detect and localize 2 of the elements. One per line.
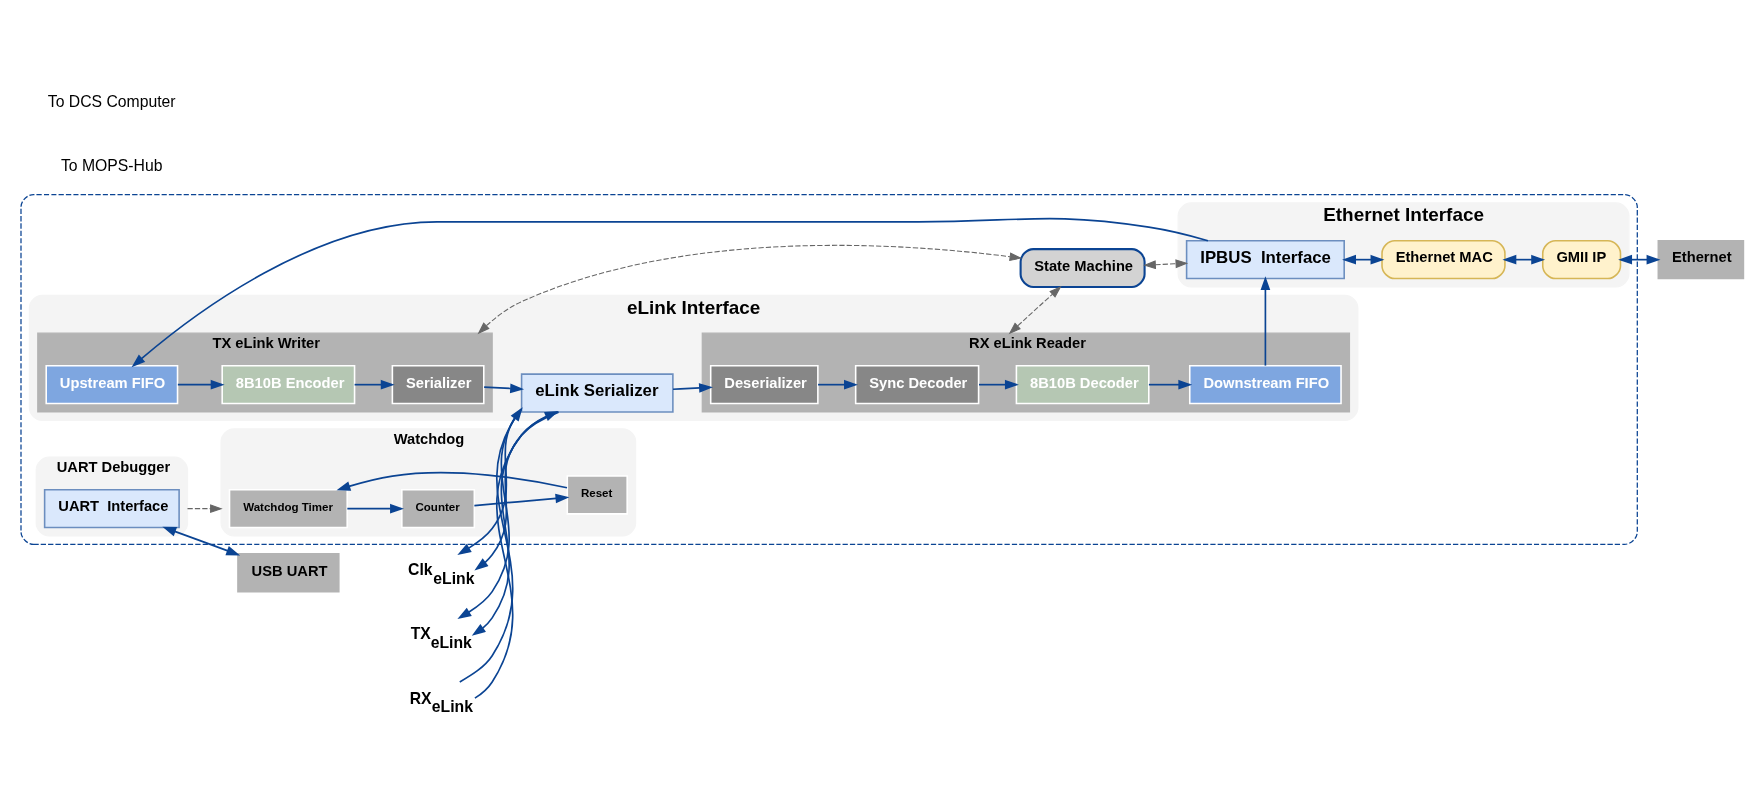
label: To DCS Computer xyxy=(47,92,176,110)
label: To MOPS-Hub xyxy=(60,156,163,174)
